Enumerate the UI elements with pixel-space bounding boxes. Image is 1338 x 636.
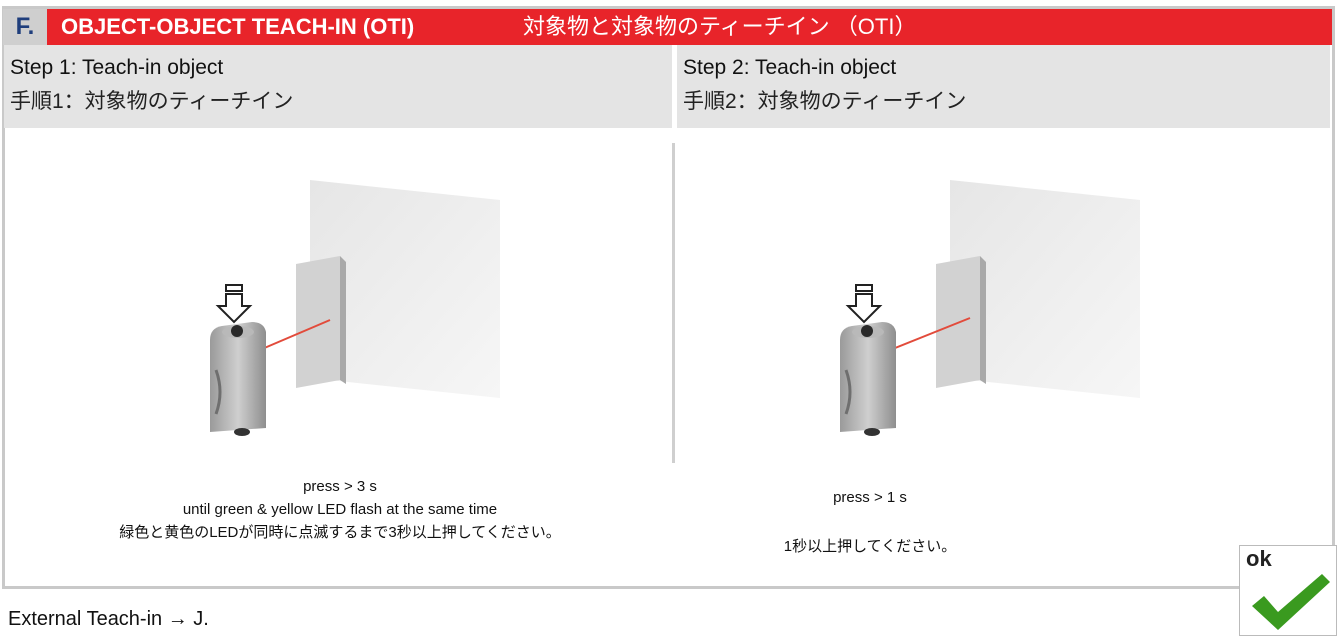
footer-note: External Teach-in → J.: [8, 608, 209, 630]
teach-button: [861, 325, 873, 337]
section-letter: F.: [3, 9, 47, 45]
step2-title-jp: 手順2：対象物のティーチイン: [683, 90, 967, 113]
laser-beam: [884, 317, 971, 353]
teach-button: [231, 325, 243, 337]
checkmark-icon: [1252, 574, 1330, 630]
object-block: [296, 256, 346, 388]
ok-label: ok: [1246, 546, 1272, 571]
step1-header: Step 1: Teach-in object 手順1：対象物のティーチイン: [4, 45, 672, 128]
step2-header: Step 2: Teach-in object 手順2：対象物のティーチイン: [677, 45, 1330, 128]
step2-caption-line2: 1秒以上押してください。: [783, 538, 957, 555]
section-header: F. OBJECT-OBJECT TEACH-IN (OTI) 対象物と対象物の…: [3, 9, 1332, 45]
step1-title-en: Step 1: Teach-in object: [10, 56, 224, 79]
ok-badge: ok: [1239, 545, 1337, 636]
sensor-device: [840, 322, 896, 436]
background-target: [310, 180, 500, 398]
column-divider: [672, 143, 675, 463]
step1-caption: press > 3 s until green & yellow LED fla…: [40, 475, 640, 544]
laser-beam: [254, 319, 331, 353]
step1-title-jp: 手順1：対象物のティーチイン: [10, 90, 294, 113]
step1-illustration: [210, 180, 500, 436]
background-target: [950, 180, 1140, 398]
step2-caption: press > 1 s 1秒以上押してください。: [690, 486, 1050, 558]
step2-caption-line1: press > 1 s: [833, 489, 907, 506]
step2-title-en: Step 2: Teach-in object: [683, 56, 897, 79]
section-title-jp: 対象物と対象物のティーチイン （OTI）: [523, 14, 917, 39]
section-title-en: OBJECT-OBJECT TEACH-IN (OTI): [61, 14, 415, 39]
sensor-device: [210, 322, 266, 436]
step1-caption-line1: press > 3 s: [303, 478, 377, 495]
step1-caption-line2: until green & yellow LED flash at the sa…: [182, 501, 498, 518]
press-arrow-icon: [845, 284, 883, 324]
step2-illustration: [840, 180, 1140, 436]
step1-caption-line3: 緑色と黄色のLEDが同時に点滅するまで3秒以上押してください。: [119, 524, 561, 541]
press-arrow-icon: [215, 284, 253, 324]
